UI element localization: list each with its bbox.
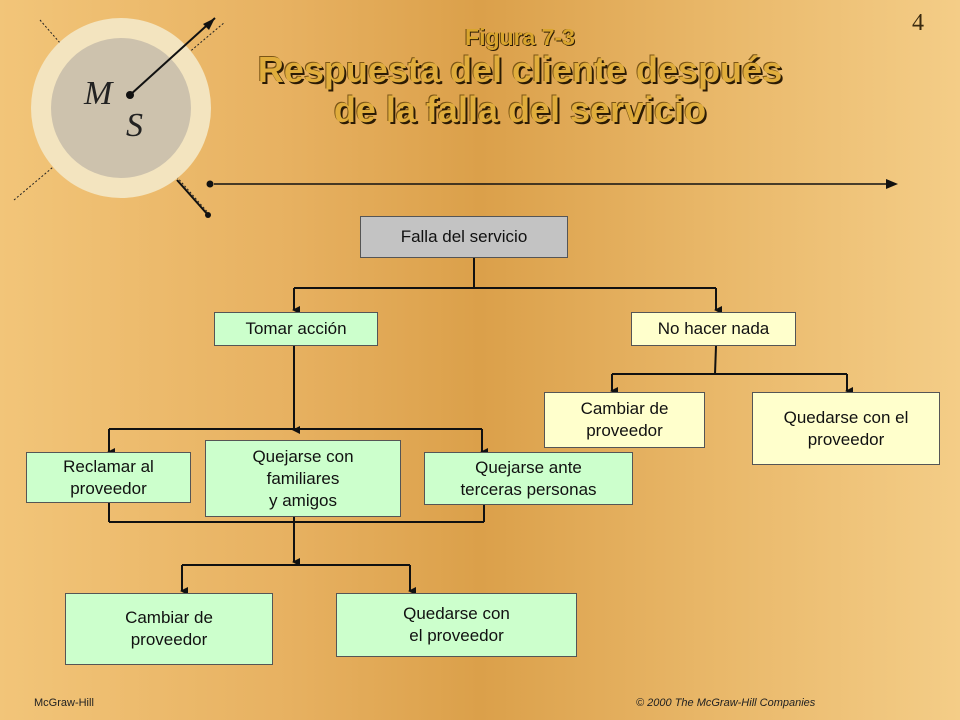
footer-copyright: © 2000 The McGraw-Hill Companies <box>636 697 816 709</box>
node-switch-provider-bottom: Cambiar de proveedor <box>65 593 273 665</box>
node-take-action: Tomar acción <box>214 312 378 346</box>
node-service-failure: Falla del servicio <box>360 216 568 258</box>
title-block: Figura 7-3 Respuesta del cliente después… <box>200 24 840 130</box>
title-line-2: de la falla del servicio <box>333 89 707 130</box>
logo-letter-s: S <box>126 107 143 144</box>
logo-letter-m: M <box>83 75 114 112</box>
node-complain-family: Quejarse con familiares y amigos <box>205 440 401 517</box>
node-switch-provider-top: Cambiar de proveedor <box>544 392 705 448</box>
node-complain-provider: Reclamar al proveedor <box>26 452 191 503</box>
title-line-1: Respuesta del cliente después <box>257 49 783 90</box>
node-complain-third-parties: Quejarse ante terceras personas <box>424 452 633 505</box>
node-stay-provider-top: Quedarse con el proveedor <box>752 392 940 465</box>
slide-number: 4 <box>912 10 924 36</box>
figure-label: Figura 7-3 <box>465 24 575 50</box>
footer-publisher: McGraw-Hill <box>34 697 94 709</box>
node-stay-provider-bottom: Quedarse con el proveedor <box>336 593 577 657</box>
ms-logo: M S <box>13 17 226 218</box>
node-do-nothing: No hacer nada <box>631 312 796 346</box>
